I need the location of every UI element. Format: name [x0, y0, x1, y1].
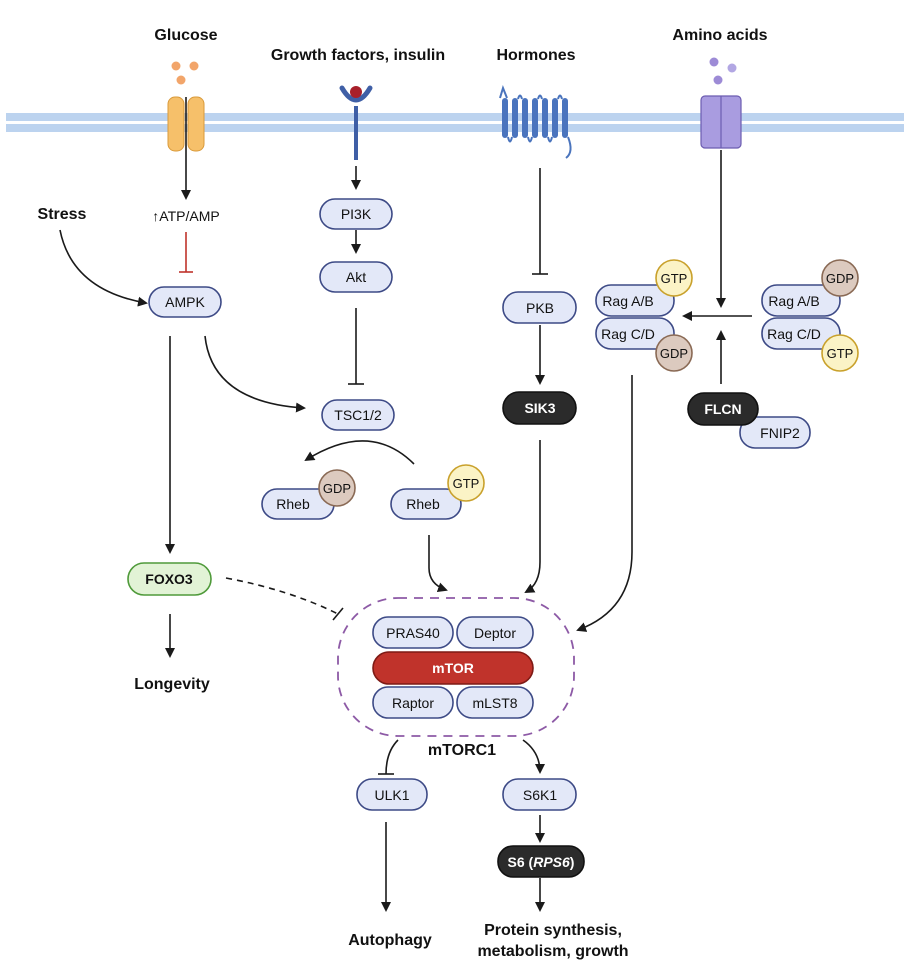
atp-amp-label: ↑ATP/AMP — [152, 208, 219, 224]
glucose-label: Glucose — [154, 27, 217, 44]
rag-cd-gdp-badge: GDP — [660, 346, 688, 361]
autophagy-label: Autophagy — [348, 932, 432, 949]
metabolism-growth-label: metabolism, growth — [477, 943, 628, 960]
rag-cd-inactive-label: Rag C/D — [767, 326, 821, 342]
flcn-label: FLCN — [704, 401, 741, 417]
amino-acids-label: Amino acids — [672, 27, 767, 44]
deptor-label: Deptor — [474, 625, 516, 641]
akt-node: Akt — [319, 261, 393, 293]
s6-label: S6 (RPS6) — [508, 854, 575, 870]
s6-node: S6 (RPS6) — [497, 845, 585, 878]
s6-suffix: ) — [570, 854, 575, 870]
sik3-node: SIK3 — [502, 391, 577, 425]
amino-acid-molecules — [709, 57, 737, 85]
rag-ab-gdp-badge: GDP — [826, 271, 854, 286]
flcn-fnip2-complex: FNIP2 FLCN — [687, 392, 811, 449]
pi3k-node: PI3K — [319, 198, 393, 230]
gpcr-icon — [499, 84, 572, 159]
rag-cd-gtp-badge: GTP — [827, 346, 854, 361]
growth-factors-label: Growth factors, insulin — [271, 47, 445, 64]
mtorc1-complex: PRAS40 Deptor mTOR Raptor mLST8 — [337, 597, 575, 737]
sik3-label: SIK3 — [524, 400, 555, 416]
hormones-label: Hormones — [496, 47, 575, 64]
rheb-gtp-node: Rheb GTP — [390, 464, 485, 520]
pkb-label: PKB — [526, 300, 554, 316]
rag-complex-active: Rag A/B Rag C/D GTP GDP — [595, 259, 693, 372]
stress-label: Stress — [38, 206, 87, 223]
s6-gene: RPS6 — [533, 854, 570, 870]
rheb-gdp-node: Rheb GDP — [261, 469, 356, 520]
tsc-label: TSC1/2 — [334, 407, 382, 423]
longevity-label: Longevity — [134, 676, 210, 693]
rheb-gtp-label: Rheb — [406, 496, 440, 512]
raptor-label: Raptor — [392, 695, 434, 711]
foxo3-label: FOXO3 — [145, 571, 193, 587]
akt-label: Akt — [346, 269, 366, 285]
tsc-node: TSC1/2 — [321, 399, 395, 431]
mtor-label: mTOR — [432, 660, 474, 676]
rheb-gtp-badge: GTP — [453, 476, 480, 491]
s6k1-label: S6K1 — [523, 787, 557, 803]
cell-membrane — [6, 113, 904, 132]
protein-synthesis-label: Protein synthesis, — [484, 922, 622, 939]
s6-prefix: S6 ( — [508, 854, 534, 870]
amino-acid-transporter-icon — [700, 95, 742, 149]
insulin-receptor-icon — [339, 85, 373, 160]
rag-cd-active-label: Rag C/D — [601, 326, 655, 342]
rheb-gdp-badge: GDP — [323, 481, 351, 496]
s6k1-node: S6K1 — [502, 778, 577, 811]
rag-ab-active-label: Rag A/B — [602, 293, 653, 309]
rag-ab-gtp-badge: GTP — [661, 271, 688, 286]
glucose-transporter-icon — [167, 96, 205, 152]
pkb-node: PKB — [502, 291, 577, 324]
rheb-gdp-label: Rheb — [276, 496, 310, 512]
rag-ab-inactive-label: Rag A/B — [768, 293, 819, 309]
foxo3-node: FOXO3 — [127, 562, 212, 596]
rag-complex-inactive: Rag A/B Rag C/D GDP GTP — [761, 259, 859, 372]
pras40-label: PRAS40 — [386, 625, 440, 641]
ulk1-label: ULK1 — [374, 787, 409, 803]
pi3k-label: PI3K — [341, 206, 372, 222]
mlst8-label: mLST8 — [472, 695, 517, 711]
ampk-label: AMPK — [165, 294, 205, 310]
glucose-molecules — [171, 61, 199, 85]
ulk1-node: ULK1 — [356, 778, 428, 811]
ampk-node: AMPK — [148, 286, 222, 318]
pathway-edges — [59, 97, 752, 912]
fnip2-label: FNIP2 — [760, 425, 800, 441]
mtorc1-label: mTORC1 — [428, 742, 496, 759]
